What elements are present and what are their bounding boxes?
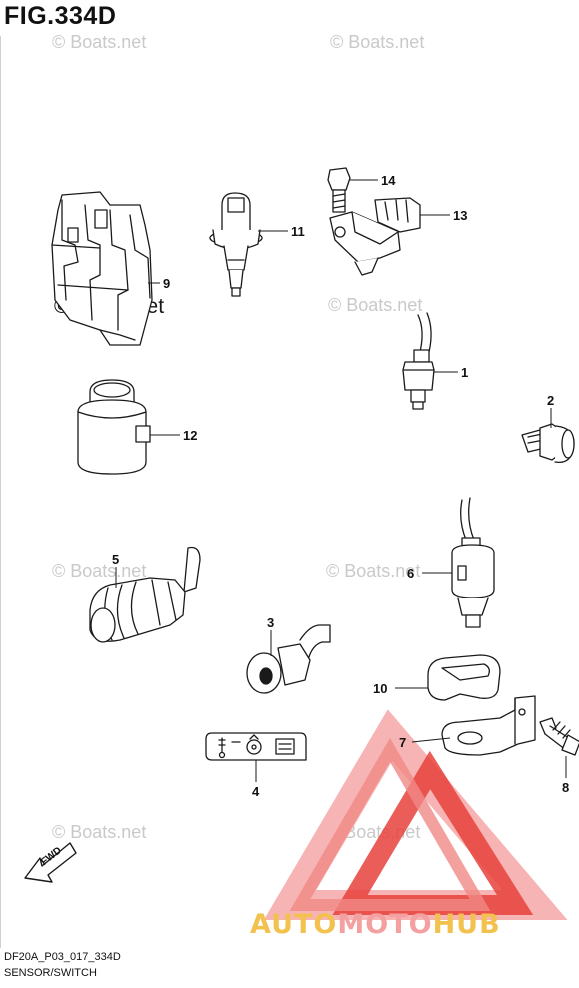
watermark: © Boats.net — [330, 32, 425, 52]
part-10-gasket — [427, 654, 501, 701]
brand-part-hub: HUB — [432, 909, 501, 940]
part-8-screw — [539, 717, 579, 756]
part-1-sensor — [402, 312, 435, 410]
callout-1: 1 — [461, 365, 469, 380]
callout-2: 2 — [547, 393, 555, 408]
part-11-sensor — [209, 192, 263, 297]
callout-8: 8 — [562, 780, 570, 795]
watermark: © Boats.net — [52, 822, 147, 842]
part-14-bolt — [327, 167, 351, 213]
part-2-switch — [521, 423, 575, 464]
watermark: © Boats.net — [52, 561, 147, 581]
callout-7: 7 — [399, 735, 407, 750]
callout-5: 5 — [112, 552, 120, 567]
left-border-rule — [0, 36, 1, 948]
callout-14: 14 — [381, 173, 396, 188]
part-7-bracket — [441, 695, 536, 756]
callout-13: 13 — [453, 208, 468, 223]
callout-11: 11 — [291, 224, 305, 239]
automotohub-wordmark: AUTOMOTOHUB — [250, 909, 501, 940]
watermark: © Boats.net — [52, 32, 147, 52]
part-3-grommet — [246, 624, 331, 694]
callout-4: 4 — [252, 784, 260, 799]
automotohub-logo-icon — [263, 709, 568, 920]
callout-9: 9 — [163, 276, 171, 291]
leader-lines — [115, 179, 567, 782]
brand-part-moto: MOTO — [337, 909, 433, 940]
part-5-sensor — [89, 546, 201, 643]
part-4-label — [205, 732, 307, 761]
figure-title: FIG.334D — [4, 2, 117, 30]
brand-part-auto: AUTO — [250, 909, 338, 940]
callout-10: 10 — [373, 681, 388, 696]
part-13-map-sensor — [329, 197, 421, 276]
fwd-arrow-icon — [24, 842, 77, 883]
watermark: © Boats.net — [328, 295, 423, 315]
callout-3: 3 — [267, 615, 275, 630]
figure-code: DF20A_P03_017_334D — [4, 951, 121, 963]
watermark: © Boats.net — [326, 561, 421, 581]
part-12-cap — [77, 379, 151, 475]
part-6-switch — [451, 497, 495, 628]
figure-section: SENSOR/SWITCH — [4, 967, 97, 979]
part-9-bracket — [51, 191, 153, 346]
callout-6: 6 — [407, 566, 415, 581]
callout-12: 12 — [183, 428, 198, 443]
